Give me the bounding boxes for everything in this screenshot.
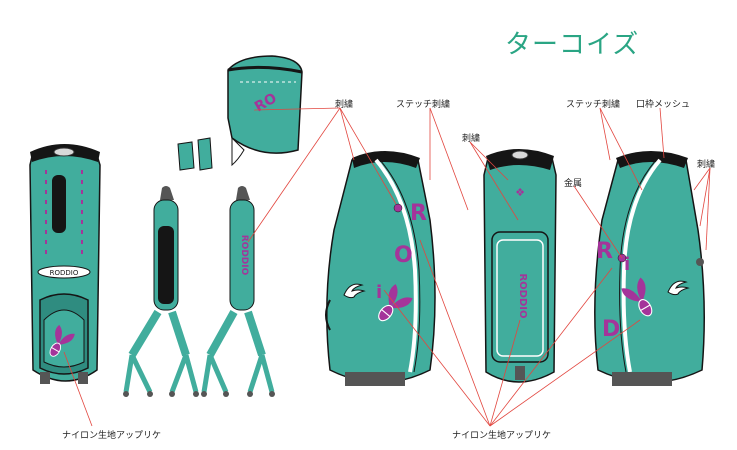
label-embroidery-3: 刺繍 [697, 160, 716, 170]
label-embroidery-2: 刺繍 [462, 134, 481, 144]
bag-front-left: RODDIO [29, 144, 101, 384]
label-nylon-applique-left: ナイロン生地アップリケ [62, 431, 162, 441]
hood-cover: RO [227, 55, 303, 167]
label-metal: 金属 [564, 179, 583, 189]
bag-side-a: R O i [325, 151, 436, 386]
svg-text:i: i [376, 282, 382, 303]
label-stitch-embroidery-2: ステッチ刺繍 [566, 100, 621, 110]
left-bag-logo: RODDIO [50, 269, 79, 277]
svg-text:❖: ❖ [515, 186, 525, 199]
svg-text:D: D [602, 317, 620, 342]
page-title: ターコイズ [505, 30, 640, 60]
strap-logo: RODDIO [201, 186, 275, 397]
strap-logo-text: RODDIO [239, 235, 249, 276]
svg-text:R: R [596, 239, 613, 264]
label-nylon-applique-bottom: ナイロン生地アップリケ [452, 431, 552, 441]
leader-lines [63, 107, 711, 427]
svg-text:i: i [624, 254, 630, 275]
center-bag-logo: RODDIO [517, 273, 528, 318]
small-tabs [177, 137, 213, 171]
label-embroidery-1: 刺繍 [335, 100, 354, 110]
bag-side-b: R i D [594, 151, 705, 386]
label-rim-mesh: 口枠メッシュ [636, 100, 691, 110]
bag-front-center: ❖ RODDIO [483, 149, 557, 383]
label-stitch-embroidery-1: ステッチ刺繍 [396, 100, 451, 110]
svg-text:O: O [394, 243, 413, 268]
svg-text:R: R [410, 201, 427, 226]
strap-black [123, 186, 199, 397]
